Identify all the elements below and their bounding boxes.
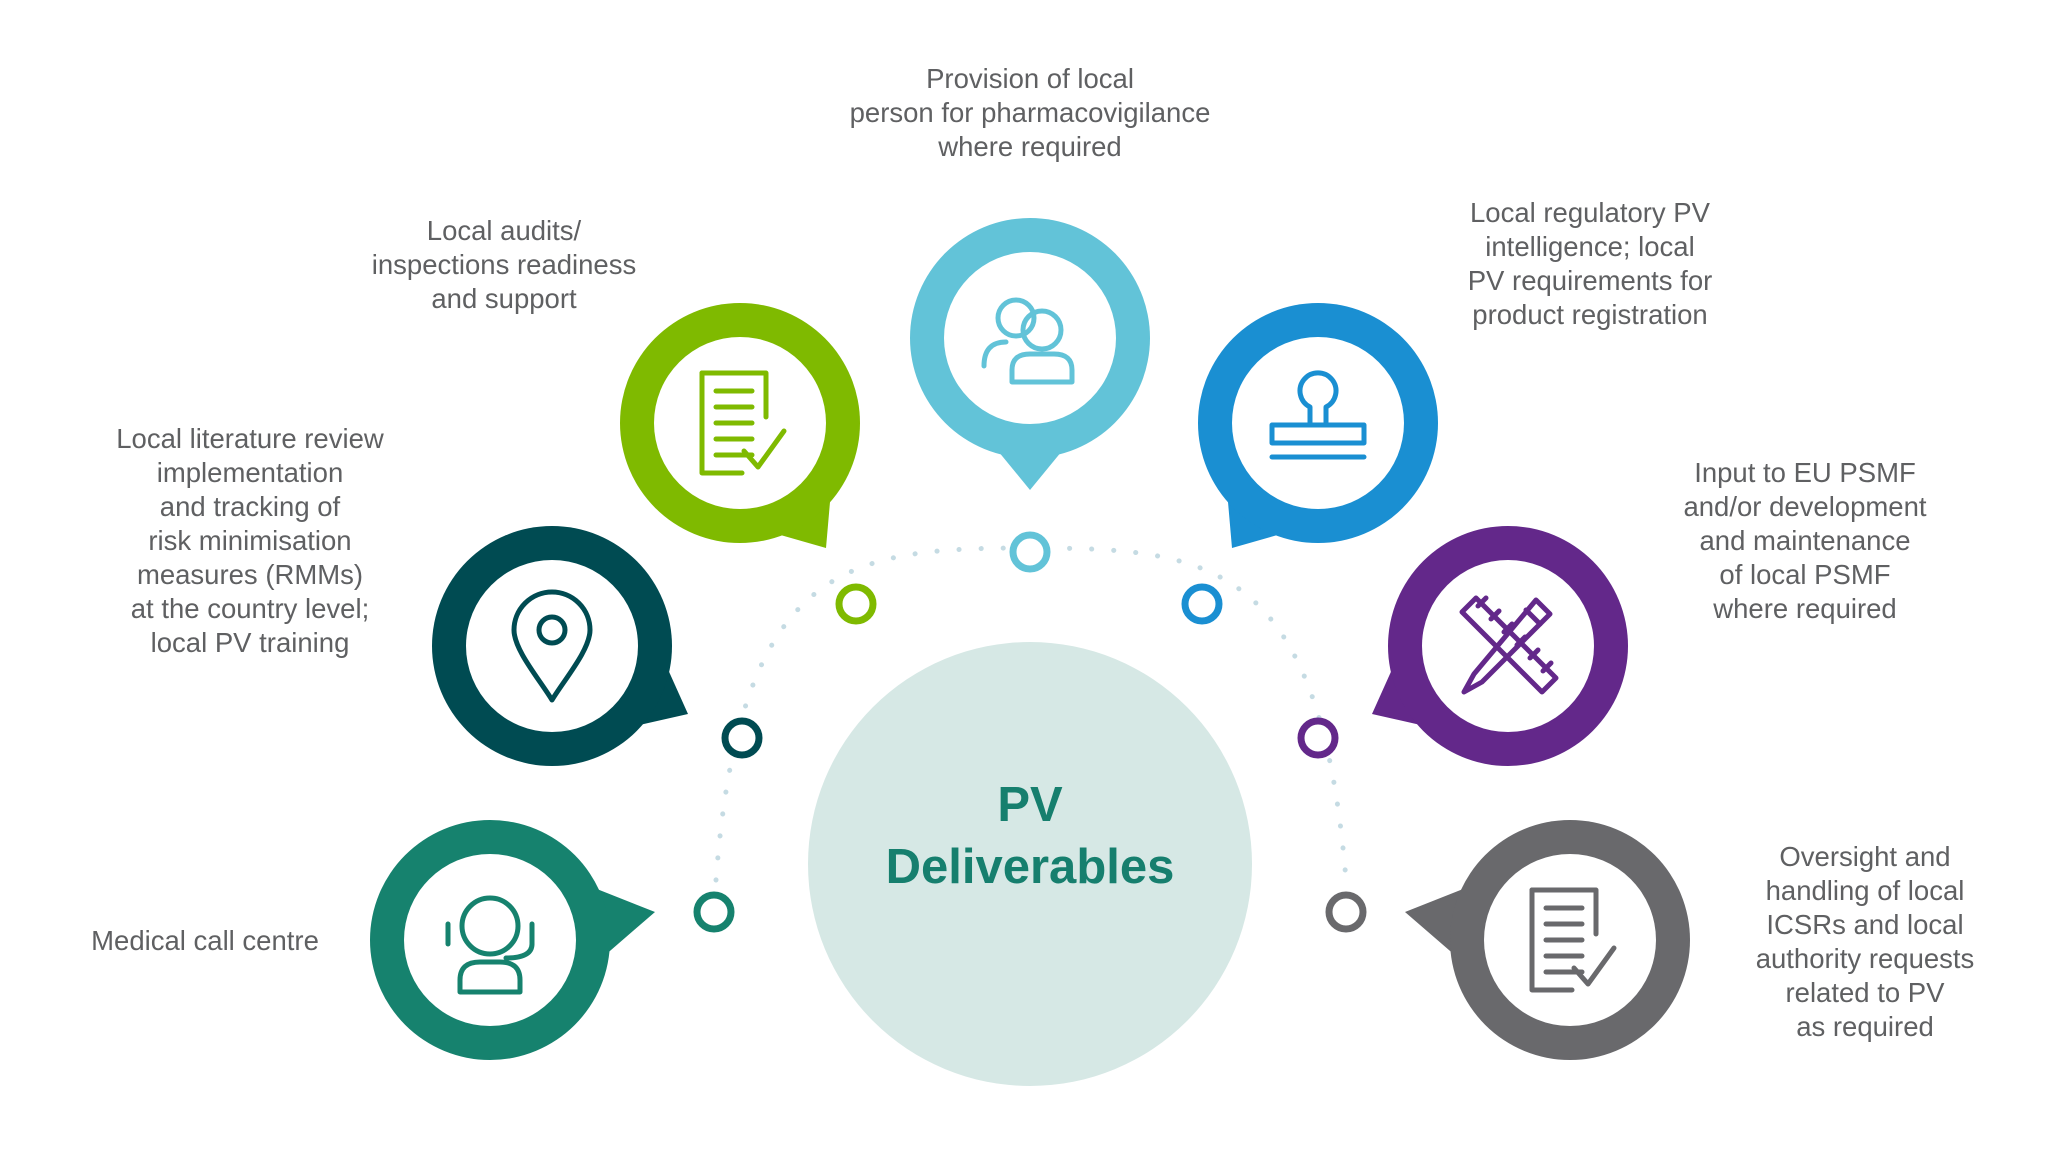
node-literature-review [721, 717, 763, 759]
ruler-pencil-icon [1459, 595, 1559, 695]
node-audits [835, 583, 877, 625]
bubble-local-person [910, 218, 1150, 490]
item-text-regulatory: Local regulatory PV intelligence; local … [1467, 197, 1713, 330]
location-pin-icon [511, 589, 593, 703]
item-text-local-person: Provision of local person for pharmacovi… [849, 63, 1211, 162]
checklist-document-icon [699, 370, 787, 476]
stamp-icon [1269, 370, 1367, 460]
bubble-inner [1422, 560, 1594, 732]
item-text-medical-call-centre: Medical call centre [91, 925, 319, 956]
bubble-icsr [1405, 820, 1690, 1060]
item-text-audits: Local audits/ inspections readiness and … [371, 215, 637, 314]
item-text-literature-review: Local literature review implementation a… [116, 423, 384, 658]
node-icsr [1325, 891, 1367, 933]
bubble-tail [994, 446, 1066, 490]
bubble-regulatory [1198, 303, 1438, 548]
node-medical-call-centre [693, 891, 735, 933]
node-local-person [1009, 531, 1051, 573]
center-title: PV Deliverables [885, 778, 1175, 894]
bubble-inner [466, 560, 638, 732]
node-regulatory [1181, 583, 1223, 625]
bubble-psmf [1372, 526, 1628, 766]
node-psmf [1297, 717, 1339, 759]
headset-person-icon [445, 895, 535, 995]
bubble-medical-call-centre [370, 820, 655, 1060]
people-icon [981, 297, 1075, 385]
bubble-inner [944, 252, 1116, 424]
bubble-literature-review [432, 526, 688, 766]
document-check-icon [1529, 887, 1617, 993]
item-text-psmf: Input to EU PSMF and/or development and … [1683, 457, 1927, 624]
center-circle [808, 642, 1252, 1086]
bubble-audits [620, 303, 860, 548]
connector-arc [713, 545, 1349, 883]
bubble-inner [404, 854, 576, 1026]
item-text-icsr: Oversight and handling of local ICSRs an… [1755, 841, 1975, 1042]
